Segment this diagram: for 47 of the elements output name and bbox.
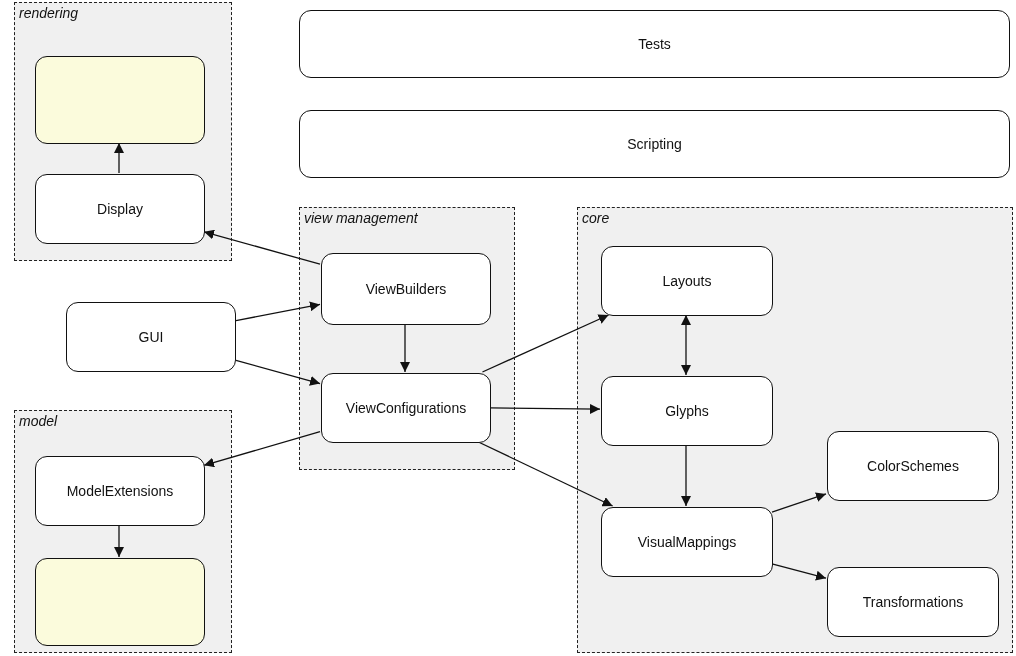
arrow [114,524,124,558]
group-frame [14,410,232,653]
group-title: model [19,413,58,429]
component-label: Glyphs [664,403,710,419]
component-box [827,567,999,637]
group-frame [14,2,232,261]
component-box [601,246,773,316]
component-label: Scripting [626,136,683,152]
arrow [203,431,321,468]
group-title: rendering [19,5,79,21]
component-box [321,373,491,443]
component-box [35,456,205,526]
component-box [66,302,236,372]
arrow [114,142,124,174]
arrow [681,314,691,376]
component-label: ViewConfigurations [344,400,468,416]
component-label: Display [96,201,144,217]
arrow [481,314,610,373]
component-label: VisualMappings [636,534,738,550]
arrow [235,301,321,322]
component-label: GUI [137,329,165,345]
component-label: Layouts [661,273,713,289]
arrow [681,444,691,507]
component-box [35,558,205,646]
group-title: view management [304,210,418,226]
arrow [771,492,827,513]
component-label: Transformations [861,594,965,610]
component-box [35,56,205,144]
group-title: core [582,210,610,226]
component-label: Tests [637,36,672,52]
component-box [299,10,1010,78]
component-box [601,376,773,446]
component-box [299,110,1010,178]
arrow [203,229,321,265]
component-box [601,507,773,577]
component-box [35,174,205,244]
arrow [400,323,410,373]
component-label: ModelExtensions [65,483,175,499]
arrow [235,359,321,386]
component-box [827,431,999,501]
group-frame [299,207,515,470]
arrow [489,404,601,414]
arrow [771,563,827,581]
component-box [321,253,491,325]
component-label: ColorSchemes [866,458,960,474]
component-label: ViewBuilders [364,281,448,297]
group-frame [577,207,1013,653]
